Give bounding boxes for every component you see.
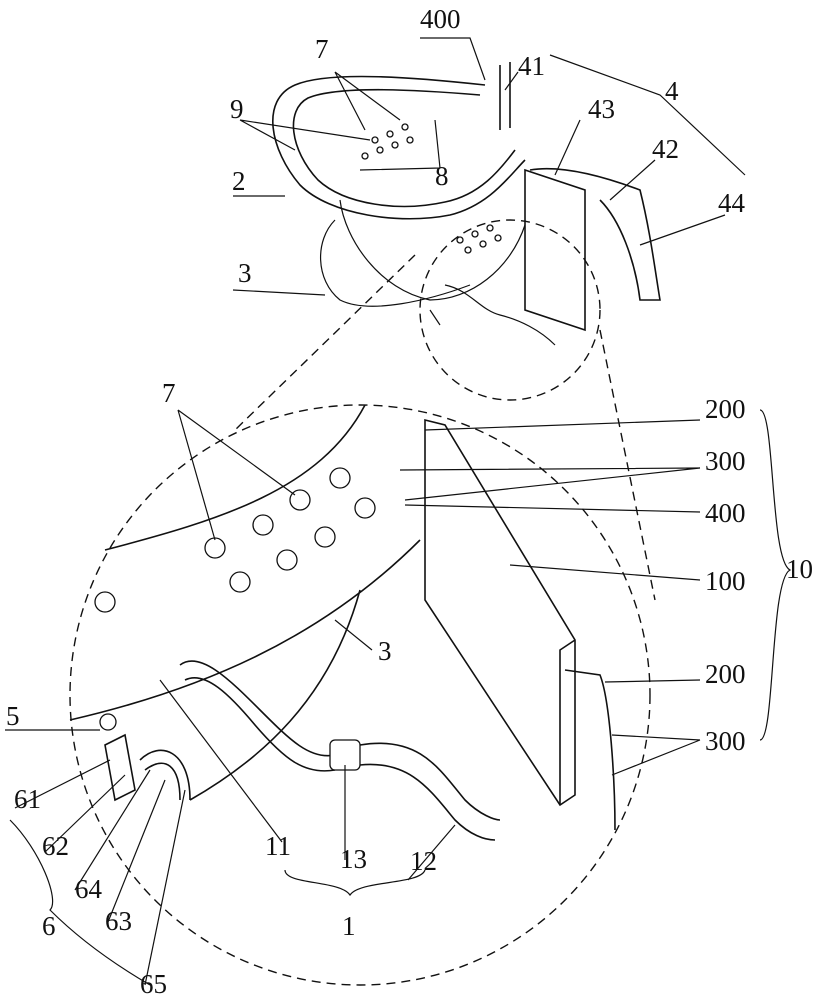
label-7-detail: 7 xyxy=(162,378,176,408)
label-1: 1 xyxy=(342,911,356,941)
label-200-b: 200 xyxy=(705,659,746,689)
label-64: 64 xyxy=(75,874,103,904)
label-100: 100 xyxy=(705,566,746,596)
detail-view xyxy=(69,404,651,986)
label-300-b: 300 xyxy=(705,726,746,756)
label-12: 12 xyxy=(410,846,437,876)
vent-holes-detail xyxy=(94,467,376,613)
label-300-a: 300 xyxy=(705,446,746,476)
label-62: 62 xyxy=(42,831,69,861)
label-3-detail: 3 xyxy=(378,636,392,666)
reference-labels: 400 41 7 9 8 2 43 4 42 44 3 7 200 300 40… xyxy=(6,4,813,999)
label-7-top: 7 xyxy=(315,34,329,64)
label-63: 63 xyxy=(105,906,132,936)
label-11: 11 xyxy=(265,831,291,861)
label-4: 4 xyxy=(665,76,679,106)
label-9: 9 xyxy=(230,94,244,124)
label-61: 61 xyxy=(14,784,41,814)
leader-lines xyxy=(5,37,792,986)
label-3-top: 3 xyxy=(238,258,252,288)
label-6: 6 xyxy=(42,911,56,941)
label-13: 13 xyxy=(340,844,367,874)
label-43: 43 xyxy=(588,94,615,124)
label-44: 44 xyxy=(718,188,746,218)
vent-holes-top xyxy=(361,123,502,254)
label-41: 41 xyxy=(518,51,545,81)
label-400-top: 400 xyxy=(420,4,461,34)
label-10: 10 xyxy=(786,554,813,584)
label-200-a: 200 xyxy=(705,394,746,424)
label-5: 5 xyxy=(6,701,20,731)
headband-assembly xyxy=(272,62,661,401)
label-2: 2 xyxy=(232,166,246,196)
label-8: 8 xyxy=(435,161,449,191)
label-42: 42 xyxy=(652,134,679,164)
label-65: 65 xyxy=(140,969,167,999)
label-400-detail: 400 xyxy=(705,498,746,528)
